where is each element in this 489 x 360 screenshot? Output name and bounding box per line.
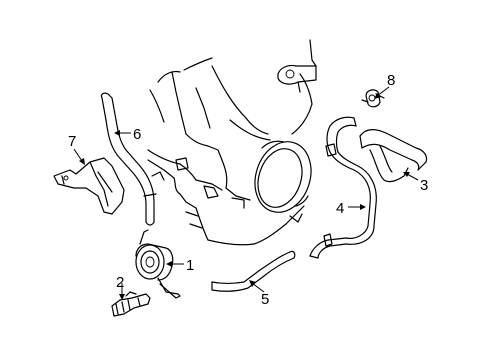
cooler-hose-3 (359, 129, 428, 183)
mounting-bracket-7 (53, 157, 125, 215)
callout-3: 3 (420, 177, 428, 194)
callout-labels: 1 2 3 4 5 6 7 8 (68, 72, 428, 308)
callout-2: 2 (116, 274, 124, 291)
sensor-fitting-2 (111, 291, 151, 317)
callout-leaders (73, 86, 419, 300)
engine-block (147, 57, 313, 246)
callout-5: 5 (261, 291, 269, 308)
callout-4: 4 (336, 200, 344, 217)
callout-6: 6 (133, 126, 141, 143)
callout-1: 1 (186, 257, 194, 274)
crank-pulley (254, 140, 312, 213)
callout-8: 8 (387, 72, 395, 89)
cooler-pipe-4 (309, 116, 377, 259)
oil-cooler-1 (135, 229, 181, 299)
cooler-hose-6 (100, 92, 165, 226)
hose-clamp (361, 89, 385, 108)
cooler-hose-5 (211, 250, 296, 292)
top-sensor-bracket (277, 39, 317, 93)
callout-7: 7 (68, 133, 76, 150)
